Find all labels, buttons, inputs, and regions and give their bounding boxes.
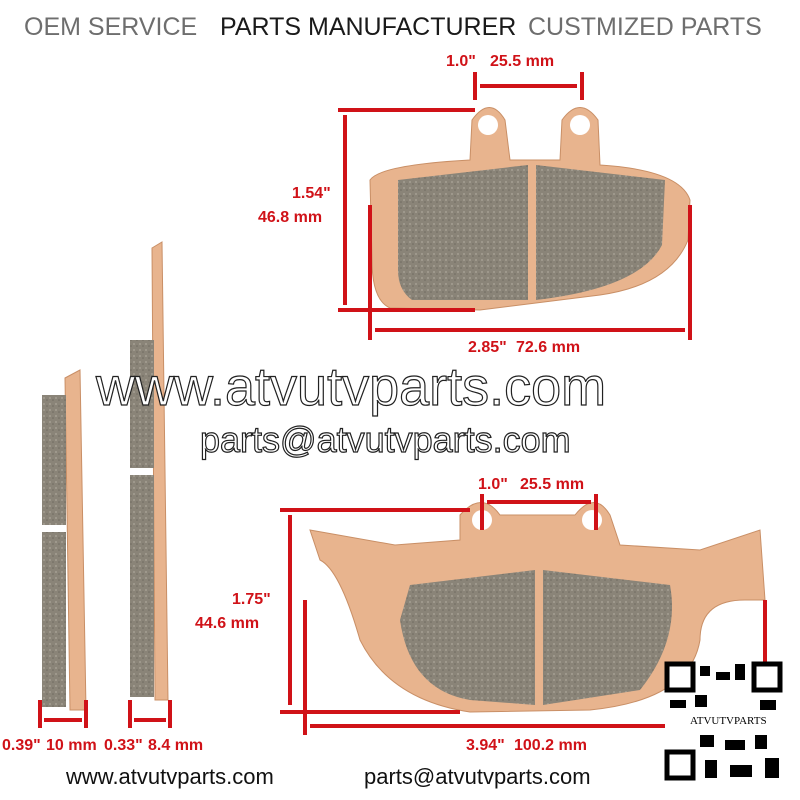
top-height-mm: 46.8 mm bbox=[258, 209, 322, 226]
footer-email: parts@atvutvparts.com bbox=[364, 764, 591, 789]
thin-pad-in: 0.33" bbox=[104, 737, 143, 754]
bottom-hole-spacing-mm: 25.5 mm bbox=[520, 476, 584, 493]
thick-pad-mm: 10 mm bbox=[46, 737, 97, 754]
top-width-in: 2.85" bbox=[468, 339, 507, 356]
parts-manufacturer-label: PARTS MANUFACTURER bbox=[220, 13, 517, 41]
qr-label: ATVUTVPARTS bbox=[690, 715, 767, 727]
bottom-width-in: 3.94" bbox=[466, 737, 505, 754]
top-width-mm: 72.6 mm bbox=[516, 339, 580, 356]
bottom-brake-pad bbox=[309, 502, 766, 713]
footer-website: www.atvutvparts.com bbox=[66, 764, 274, 789]
bottom-height-in: 1.75" bbox=[232, 591, 271, 608]
oem-service-label: OEM SERVICE bbox=[24, 13, 198, 41]
thick-pad-in: 0.39" bbox=[2, 737, 41, 754]
side-view-pads bbox=[42, 241, 169, 711]
top-height-in: 1.54" bbox=[292, 185, 331, 202]
customized-parts-label: CUSTMIZED PARTS bbox=[528, 13, 762, 41]
watermark-email: parts@atvutvparts.com bbox=[200, 419, 571, 460]
top-brake-pad bbox=[369, 107, 691, 311]
qr-code: ATVUTVPARTS bbox=[664, 661, 783, 782]
bottom-width-mm: 100.2 mm bbox=[514, 737, 587, 754]
watermark-website: www.atvutvparts.com bbox=[95, 357, 606, 417]
bottom-height-mm: 44.6 mm bbox=[195, 615, 259, 632]
thin-pad-mm: 8.4 mm bbox=[148, 737, 203, 754]
top-hole-spacing-mm: 25.5 mm bbox=[490, 53, 554, 70]
header: OEM SERVICE PARTS MANUFACTURER CUSTMIZED… bbox=[0, 13, 800, 43]
top-hole-spacing-in: 1.0" bbox=[446, 53, 476, 70]
bottom-hole-spacing-in: 1.0" bbox=[478, 476, 508, 493]
